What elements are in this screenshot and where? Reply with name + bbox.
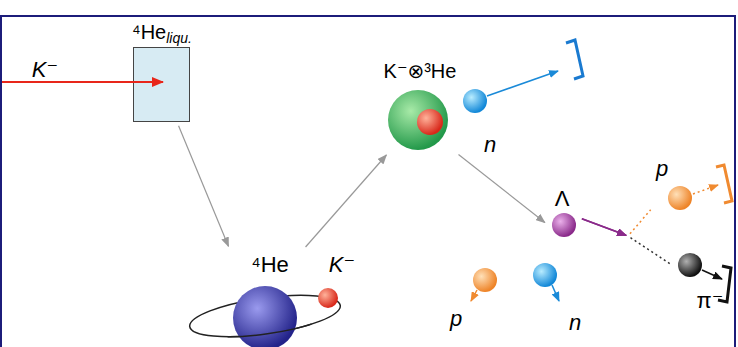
particle-label: n (484, 132, 496, 157)
label-group: p (656, 156, 668, 181)
process-arrow (306, 155, 387, 247)
particle-label: liqu. (166, 30, 192, 46)
particle-label: ⁴He (251, 252, 289, 277)
target-box: ⁴Heliqu. (133, 47, 190, 122)
connector (582, 219, 670, 264)
connector (306, 155, 387, 247)
particle-label: Λ (555, 186, 570, 211)
decay-track (582, 219, 626, 236)
decay-track (582, 219, 626, 236)
particle: p (440, 262, 498, 332)
particle: Λ (548, 186, 580, 238)
particle: π⁻ (672, 252, 726, 314)
label-group: n (484, 132, 496, 157)
particle: ⁴He (222, 250, 310, 347)
particle-sphere (388, 90, 448, 150)
connector (179, 126, 229, 247)
particle: n (530, 260, 588, 335)
label-group: p (450, 306, 462, 331)
decay-track (630, 210, 651, 234)
particle-sphere (533, 263, 557, 287)
neutron-track (552, 285, 559, 301)
particle: K⁻ (316, 250, 360, 312)
particle-label: n (569, 310, 581, 335)
detector-bracket (566, 40, 583, 79)
particle-label: ⁴He (132, 21, 166, 43)
decay-track (631, 238, 671, 264)
label-group: ⁴He (251, 252, 289, 277)
label-group: ⁴Heliqu. (132, 21, 192, 46)
label-group: n (569, 310, 581, 335)
particle-sphere (473, 268, 497, 292)
particle-label: K⁻ (329, 252, 355, 277)
label-group: K⁻ (329, 252, 355, 277)
connector (459, 154, 545, 222)
frame (1, 16, 735, 347)
particle-sphere (318, 288, 338, 308)
particle: p (652, 156, 694, 212)
process-arrow (179, 126, 229, 247)
detector-bracket (716, 165, 732, 203)
particle: K⁻⊗³He (378, 58, 462, 152)
particle-sphere-art (440, 262, 498, 332)
label-group: Λ (555, 186, 570, 211)
particle-sphere (678, 253, 702, 277)
particle-label: π⁻ (697, 288, 724, 313)
particle-sphere (463, 89, 487, 113)
particle-label: K⁻⊗³He (384, 60, 457, 82)
proton-track (693, 185, 718, 194)
particle-sphere (668, 186, 692, 210)
label-group: K⁻⊗³He (384, 60, 457, 83)
particle-label: p (450, 306, 462, 331)
particle-label: p (656, 156, 668, 181)
pion-track (702, 270, 722, 279)
particle-sphere (552, 213, 576, 237)
neutron-track (487, 71, 558, 96)
particle-label: K⁻ (32, 57, 58, 82)
process-arrow (459, 154, 545, 222)
particle-sphere (233, 286, 297, 347)
proton-track (471, 290, 477, 301)
connector (582, 210, 651, 236)
label-group: π⁻ (697, 288, 724, 313)
particle-sphere (417, 109, 443, 135)
particle-sphere-art (460, 86, 504, 160)
particle: n (460, 86, 504, 160)
